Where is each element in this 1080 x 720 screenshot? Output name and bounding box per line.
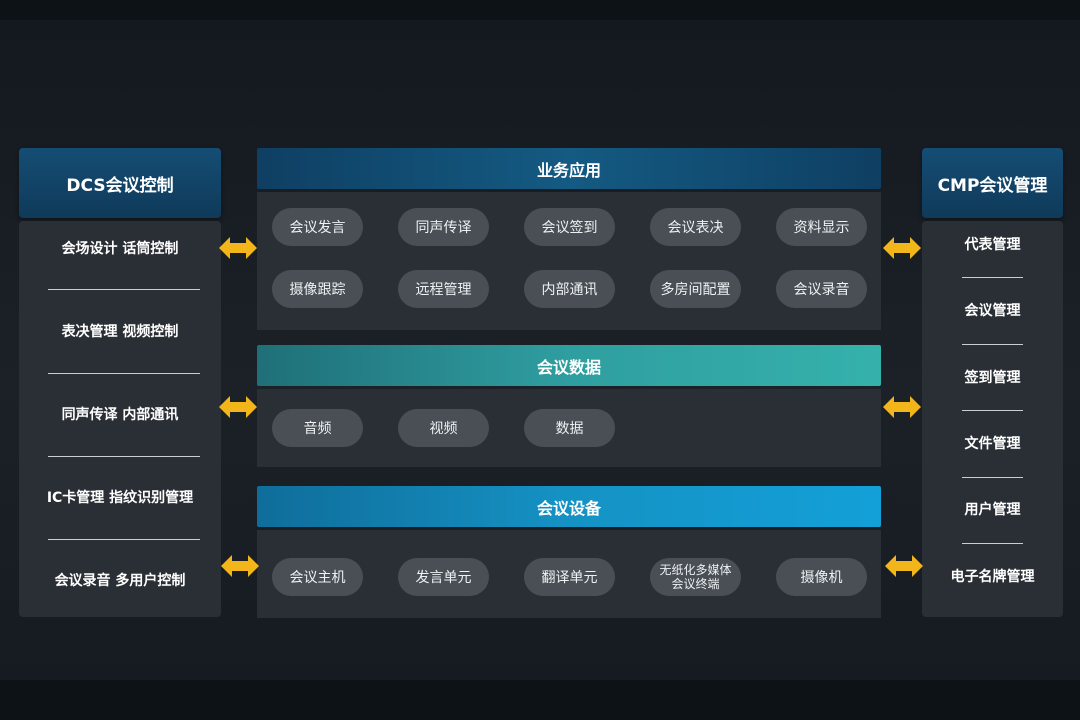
double-arrow-icon <box>883 396 921 418</box>
business-item: 会议发言 <box>272 208 363 246</box>
business-item: 远程管理 <box>398 270 489 308</box>
business-item: 摄像跟踪 <box>272 270 363 308</box>
cmp-item: 签到管理 <box>964 370 1021 386</box>
data-panel: 音频 视频 数据 <box>257 389 881 467</box>
double-arrow-icon <box>219 237 257 259</box>
dcs-item: 同声传译 内部通讯 <box>61 407 179 423</box>
dcs-item: 会场设计 话筒控制 <box>61 241 179 257</box>
divider <box>48 539 200 540</box>
business-item: 同声传译 <box>398 208 489 246</box>
cmp-item: 用户管理 <box>964 502 1021 518</box>
dcs-header: DCS会议控制 <box>19 148 221 218</box>
data-item: 视频 <box>398 409 489 447</box>
devices-header: 会议设备 <box>257 486 881 527</box>
dcs-item: IC卡管理 指纹识别管理 <box>46 490 194 506</box>
data-header: 会议数据 <box>257 345 881 386</box>
business-header: 业务应用 <box>257 148 881 189</box>
device-item: 翻译单元 <box>524 558 615 596</box>
device-item: 发言单元 <box>398 558 489 596</box>
double-arrow-icon <box>221 555 259 577</box>
device-item: 会议主机 <box>272 558 363 596</box>
double-arrow-icon <box>883 237 921 259</box>
cmp-panel: 代表管理 会议管理 签到管理 文件管理 用户管理 电子名牌管理 <box>922 221 1063 617</box>
data-item: 音频 <box>272 409 363 447</box>
device-item: 摄像机 <box>776 558 867 596</box>
divider <box>48 289 200 290</box>
double-arrow-icon <box>219 396 257 418</box>
divider <box>962 477 1023 478</box>
business-item: 会议签到 <box>524 208 615 246</box>
divider <box>962 277 1023 278</box>
divider <box>48 373 200 374</box>
divider <box>962 543 1023 544</box>
divider <box>962 344 1023 345</box>
dcs-item: 会议录音 多用户控制 <box>54 573 186 589</box>
divider <box>962 410 1023 411</box>
business-item: 会议录音 <box>776 270 867 308</box>
dcs-item: 表决管理 视频控制 <box>61 324 179 340</box>
business-item: 会议表决 <box>650 208 741 246</box>
cmp-header: CMP会议管理 <box>922 148 1063 218</box>
cmp-item: 文件管理 <box>964 436 1021 452</box>
devices-panel: 会议主机 发言单元 翻译单元 无纸化多媒体 会议终端 摄像机 <box>257 530 881 618</box>
business-item: 多房间配置 <box>650 270 741 308</box>
cmp-item: 代表管理 <box>964 237 1021 253</box>
data-item: 数据 <box>524 409 615 447</box>
double-arrow-icon <box>885 555 923 577</box>
cmp-item: 电子名牌管理 <box>950 569 1035 585</box>
business-panel: 会议发言 同声传译 会议签到 会议表决 资料显示 摄像跟踪 远程管理 内部通讯 … <box>257 192 881 330</box>
divider <box>48 456 200 457</box>
business-item: 内部通讯 <box>524 270 615 308</box>
device-item: 无纸化多媒体 会议终端 <box>650 558 741 596</box>
dcs-panel: 会场设计 话筒控制 表决管理 视频控制 同声传译 内部通讯 IC卡管理 指纹识别… <box>19 221 221 617</box>
business-item: 资料显示 <box>776 208 867 246</box>
cmp-item: 会议管理 <box>964 303 1021 319</box>
